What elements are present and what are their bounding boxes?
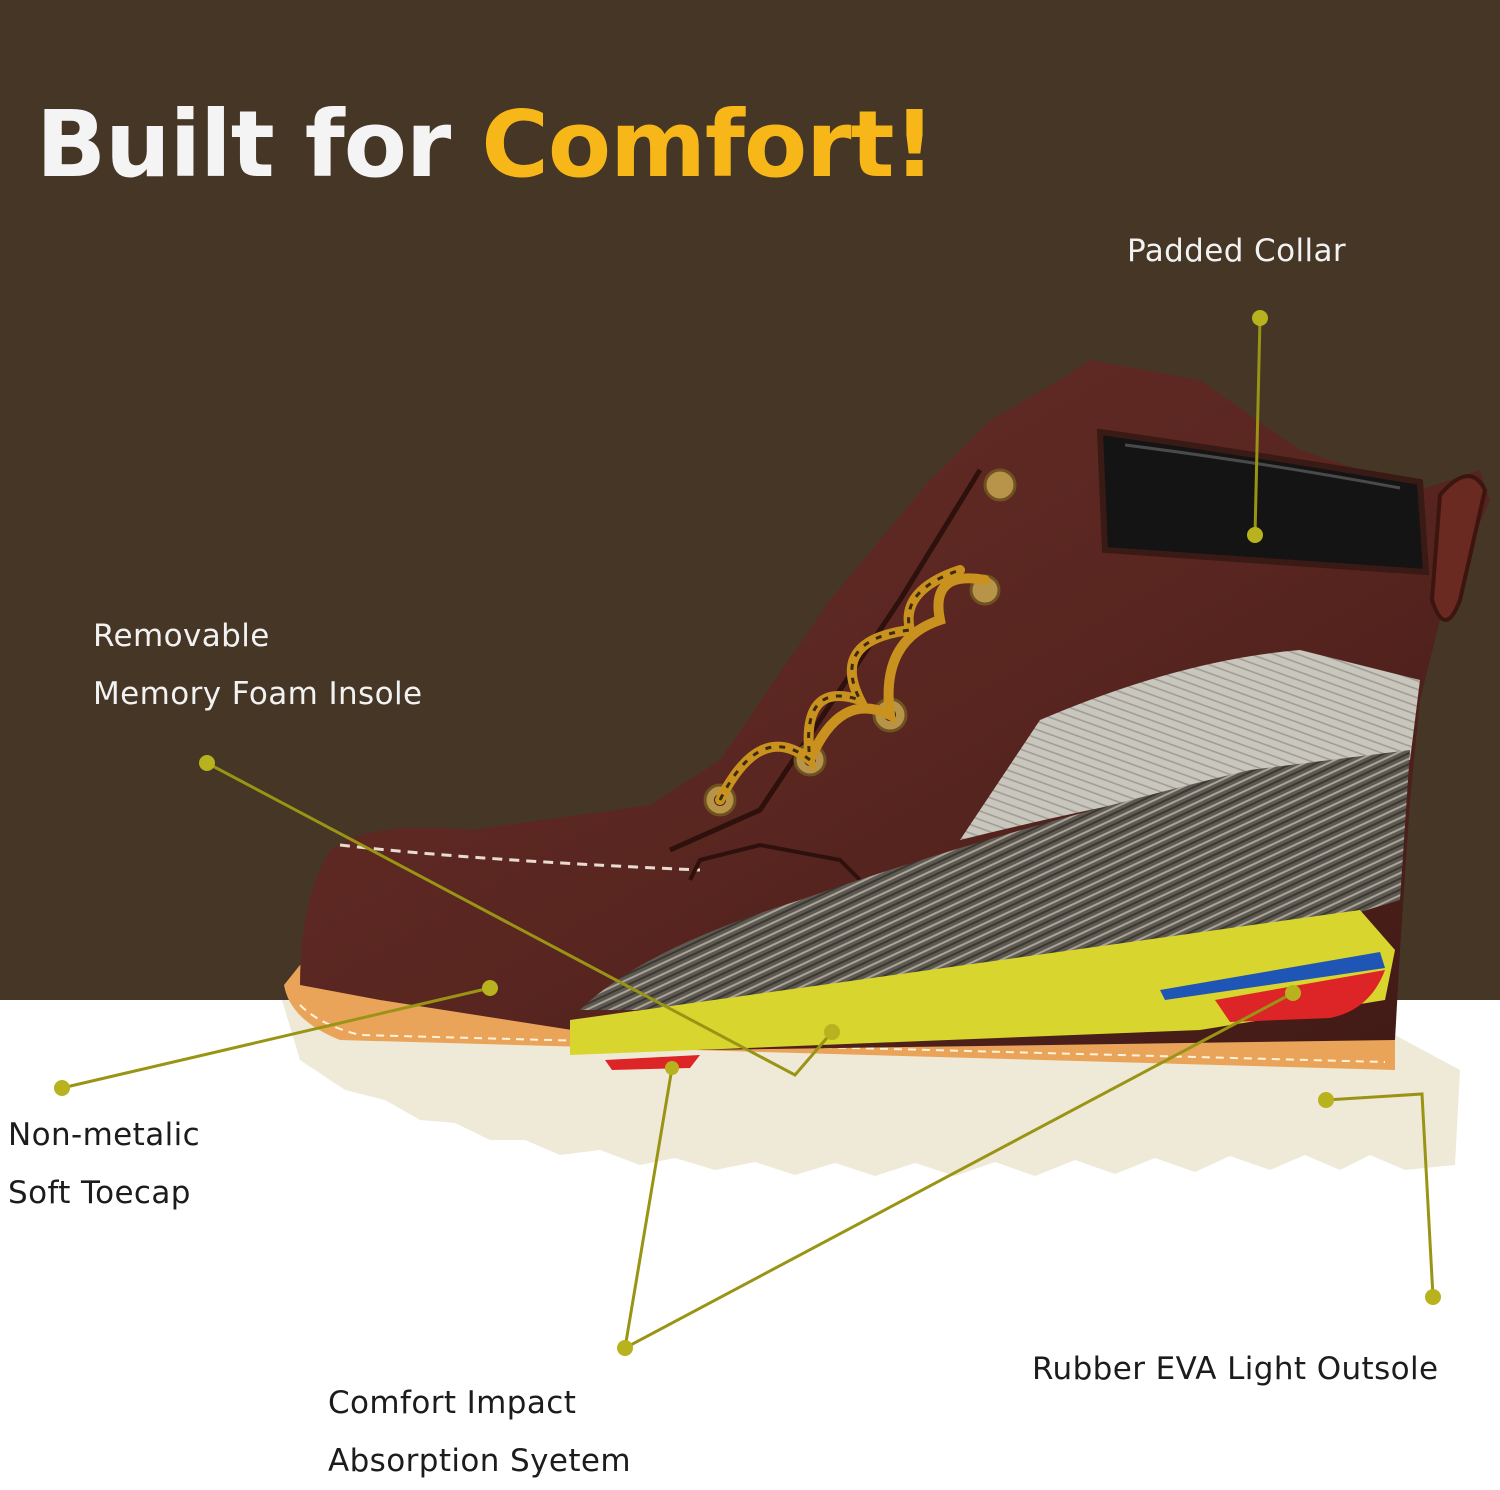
foam-yellow-layer bbox=[570, 910, 1395, 1055]
title-part-2: Comfort! bbox=[481, 91, 935, 198]
label-absorption-line1: Comfort Impact bbox=[328, 1385, 577, 1421]
label-toecap-line1: Non-metalic bbox=[8, 1117, 201, 1153]
foam-blue-strip bbox=[1160, 952, 1385, 1000]
label-absorption-line2: Absorption Syetem bbox=[328, 1443, 631, 1479]
label-insole-line1: Removable bbox=[93, 618, 270, 654]
laces bbox=[715, 565, 990, 805]
cutaway-insole-top bbox=[960, 650, 1420, 840]
label-padded-collar: Padded Collar bbox=[1127, 233, 1347, 269]
leader-dots bbox=[54, 310, 1441, 1356]
label-toecap-line2: Soft Toecap bbox=[8, 1175, 191, 1211]
title-part-1: Built for bbox=[36, 91, 451, 198]
page-title: Built for Comfort! bbox=[36, 91, 935, 198]
boot-collar-pad bbox=[1096, 428, 1430, 576]
label-outsole: Rubber EVA Light Outsole bbox=[1032, 1351, 1439, 1387]
boot-pull-loop bbox=[1429, 474, 1488, 622]
label-insole-line2: Memory Foam Insole bbox=[93, 676, 423, 712]
